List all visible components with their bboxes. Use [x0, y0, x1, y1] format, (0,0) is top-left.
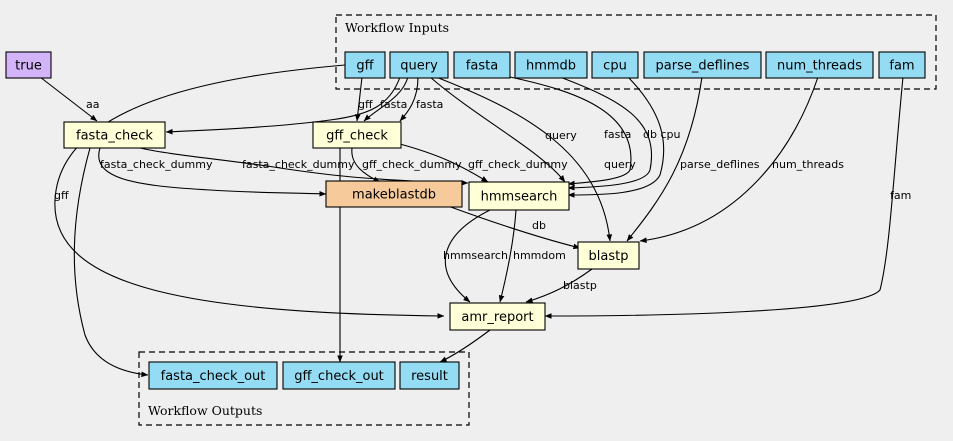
edge-query-gff_check — [363, 76, 409, 122]
input-parse_deflines[interactable]: parse_deflines — [643, 51, 762, 79]
input-query[interactable]: query — [389, 51, 449, 79]
edge-label-gff-mid: gff — [358, 98, 373, 111]
input-fam[interactable]: fam — [878, 51, 926, 79]
edge-hmmdb-hmmsearch — [559, 76, 652, 191]
step-amr_report[interactable]: amr_report — [449, 302, 546, 331]
edge-parse_deflines-blastp — [626, 76, 703, 242]
edge-label-hmmdom: hmmdom — [513, 249, 566, 262]
edge-gff_check-hmmsearch — [399, 143, 489, 183]
svg-text:blastp: blastp — [589, 249, 629, 264]
step-fasta_check[interactable]: fasta_check — [63, 121, 166, 149]
svg-text:fam: fam — [889, 59, 914, 74]
edge-gff-amr_report — [54, 64, 445, 319]
edge-label-blastp: blastp — [563, 279, 597, 292]
edge-label-parse_deflines: parse_deflines — [680, 158, 760, 171]
input-gff[interactable]: gff — [344, 51, 386, 79]
edge-gff-gff_check — [354, 76, 363, 122]
edge-label-aa: aa — [86, 98, 99, 111]
edge-blastp-amr_report — [525, 268, 593, 303]
edge-label-fasta_check_dummy-1: fasta_check_dummy — [100, 158, 213, 171]
step-blastp[interactable]: blastp — [577, 241, 640, 270]
input-cpu[interactable]: cpu — [591, 51, 639, 79]
edge-label-gff_check_dummy-1: gff_check_dummy — [362, 158, 462, 171]
step-gff_check[interactable]: gff_check — [312, 121, 402, 149]
output-result[interactable]: result — [399, 361, 460, 390]
svg-text:hmmdb: hmmdb — [526, 59, 576, 74]
input-fasta[interactable]: fasta — [453, 51, 511, 79]
svg-text:result: result — [411, 369, 448, 384]
svg-text:true: true — [15, 59, 42, 74]
svg-text:parse_deflines: parse_deflines — [656, 59, 750, 74]
edge-true-fasta_check — [39, 76, 98, 122]
constant-true[interactable]: true — [5, 51, 52, 79]
edge-fam-amr_report — [544, 76, 904, 319]
edge-label-fasta-3: fasta — [604, 128, 631, 141]
edge-label-gff-left: gff — [54, 189, 69, 202]
edge-label-db-cpu: db cpu — [643, 128, 680, 141]
edge-label-hmmsearch: hmmsearch — [443, 249, 508, 262]
edge-fasta_check-hmmsearch — [139, 147, 469, 186]
output-nodes: fasta_check_out gff_check_out result — [148, 361, 460, 390]
output-fasta_check_out[interactable]: fasta_check_out — [148, 361, 278, 390]
workflow-inputs-cluster — [335, 14, 937, 90]
output-gff_check_out[interactable]: gff_check_out — [282, 361, 396, 390]
edge-label-fasta-1: fasta — [380, 98, 407, 111]
edge-makeblastdb-blastp — [447, 205, 581, 250]
edge-query-hmmsearch — [429, 76, 566, 183]
svg-text:fasta_check_out: fasta_check_out — [161, 369, 266, 384]
input-hmmdb[interactable]: hmmdb — [514, 51, 588, 79]
svg-text:amr_report: amr_report — [461, 310, 533, 325]
edge-cpu-hmmsearch — [567, 76, 665, 198]
workflow-inputs-label: Workflow Inputs — [345, 20, 449, 35]
workflow-outputs-cluster — [138, 351, 470, 426]
edge-label-fasta_check_dummy-2: fasta_check_dummy — [242, 158, 355, 171]
edge-label-num_threads: num_threads — [772, 158, 844, 171]
edge-label-fasta-2: fasta — [416, 98, 443, 111]
edge-labels: aa gff gff fasta fasta query query fasta… — [54, 98, 911, 292]
step-makeblastdb[interactable]: makeblastdb — [325, 180, 463, 208]
input-nodes: gff query fasta hmmdb cpu parse_deflines… — [344, 51, 926, 79]
edge-hmmsearch-amr_report-1 — [444, 209, 491, 303]
svg-text:makeblastdb: makeblastdb — [352, 188, 436, 203]
edge-fasta_check-fasta_check_out — [73, 147, 149, 378]
svg-text:fasta_check: fasta_check — [76, 129, 153, 144]
svg-text:num_threads: num_threads — [777, 59, 862, 74]
svg-text:gff_check: gff_check — [326, 129, 388, 144]
edge-gff_check-makeblastdb — [351, 147, 381, 183]
edge-num_threads-blastp — [639, 76, 819, 243]
edge-query-blastp — [435, 76, 613, 242]
workflow-outputs-label: Workflow Outputs — [148, 403, 262, 418]
edge-amr_report-result — [439, 329, 491, 363]
svg-text:cpu: cpu — [603, 59, 627, 74]
input-num_threads[interactable]: num_threads — [765, 51, 874, 79]
edge-query-gff_check-2 — [399, 76, 419, 122]
svg-text:query: query — [400, 59, 438, 74]
edge-label-query-1: query — [545, 129, 577, 142]
svg-text:fasta: fasta — [466, 59, 498, 74]
step-hmmsearch[interactable]: hmmsearch — [468, 181, 570, 211]
edge-hmmsearch-amr_report-2 — [498, 209, 517, 303]
edge-label-fam: fam — [890, 189, 911, 202]
edge-query-fasta_check — [165, 76, 401, 135]
edge-label-gff_check_dummy-2: gff_check_dummy — [468, 158, 568, 171]
edge-label-query-2: query — [604, 158, 636, 171]
edge-label-db: db — [532, 219, 546, 232]
svg-text:gff: gff — [356, 59, 374, 74]
step-nodes: fasta_check gff_check makeblastdb hmmsea… — [63, 121, 640, 331]
edges — [39, 64, 904, 378]
svg-text:hmmsearch: hmmsearch — [481, 190, 558, 205]
edge-fasta-hmmsearch — [509, 76, 632, 187]
svg-text:gff_check_out: gff_check_out — [294, 369, 384, 384]
edge-fasta_check-makeblastdb — [98, 147, 327, 197]
